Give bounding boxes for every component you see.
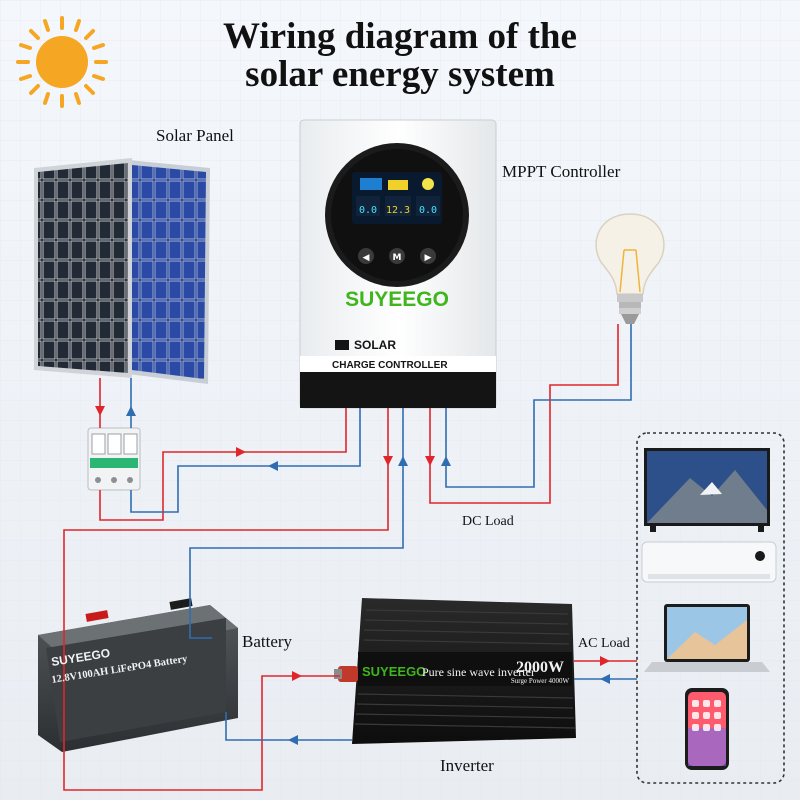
inverter-text: Pure sine wave inverter: [422, 665, 535, 679]
arrow-left-blue-pv: [268, 461, 278, 471]
lcd-output-readout: 0.0: [419, 205, 437, 216]
inverter-label: Inverter: [440, 756, 494, 775]
battery-label: Battery: [242, 632, 293, 651]
inverter-power: 2000W: [516, 659, 564, 676]
controller-brand: SUYEEGO: [345, 288, 449, 311]
arrow-up-blue-1: [126, 406, 136, 416]
air-conditioner-icon: [641, 541, 777, 583]
lcd-pv-readout: 0.0: [359, 205, 377, 216]
controller-right-button: ▶: [425, 253, 432, 263]
arrow-left-blue-ac: [600, 674, 610, 684]
sun-icon: [16, 16, 108, 108]
wire-inverter-negative: [225, 712, 352, 741]
wire-pv-positive: [99, 408, 347, 521]
arrow-down-red-1: [95, 406, 105, 416]
ac-load-group-box: [636, 432, 785, 784]
arrow-up-blue-dc: [441, 456, 451, 466]
wire-pv-negative: [130, 408, 361, 513]
wire-battery-negative: [189, 408, 404, 639]
inverter-surge: Surge Power 4000W: [511, 677, 570, 685]
arrow-up-blue-batt: [398, 456, 408, 466]
smartphone-icon: [685, 688, 729, 770]
arrow-right-red-pv: [236, 447, 246, 457]
controller-line2: CHARGE CONTROLLER: [332, 360, 448, 371]
controller-menu-button: M: [393, 253, 402, 263]
circuit-breaker-icon: [87, 427, 141, 491]
arrow-right-red-inv: [292, 671, 302, 681]
arrow-down-red-batt: [383, 456, 393, 466]
diagram-title-line1: Wiring diagram of the: [223, 16, 577, 57]
mppt-controller-device: [299, 119, 497, 409]
solar-panel-label: Solar Panel: [156, 126, 234, 145]
arrow-down-red-dc: [425, 456, 435, 466]
wire-dc-load-negative: [445, 324, 632, 488]
solar-panel-icon: [34, 158, 210, 384]
arrow-right-red-ac: [600, 656, 610, 666]
inverter-device: [334, 598, 576, 744]
wire-arrows: [95, 406, 610, 745]
lcd-battery-readout: 12.3: [386, 205, 410, 216]
wire-dc-load-positive: [429, 324, 619, 504]
wire-battery-positive: [63, 408, 389, 791]
dc-load-label: DC Load: [462, 514, 514, 529]
mppt-controller-label: MPPT Controller: [502, 162, 621, 181]
light-bulb-icon: [595, 213, 665, 324]
tv-icon: [644, 448, 770, 532]
battery-device: [38, 598, 238, 752]
controller-line1: SOLAR: [354, 338, 396, 352]
arrow-left-blue-inv: [288, 735, 298, 745]
wiring: [63, 324, 637, 791]
ac-load-label: AC Load: [578, 636, 630, 651]
controller-left-button: ◀: [363, 253, 370, 263]
diagram-title-line2: solar energy system: [245, 54, 555, 95]
inverter-brand: SUYEEGO: [362, 664, 426, 679]
laptop-icon: [644, 604, 770, 672]
